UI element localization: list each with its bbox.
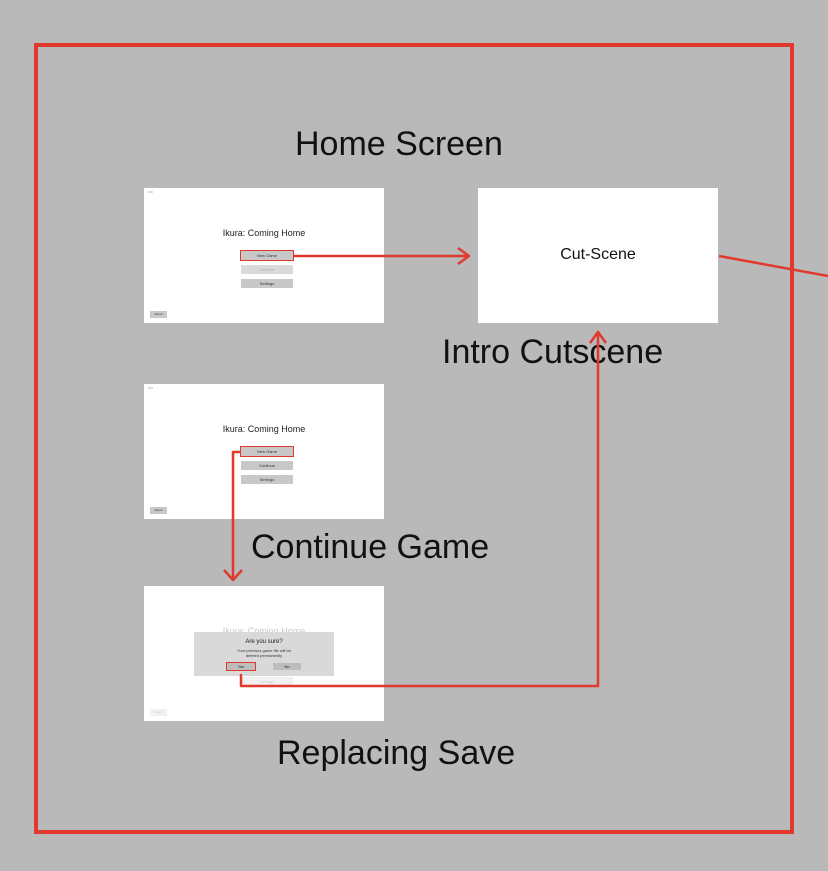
replace-save-mockup: Ikura: Coming Home Settings About Are yo… <box>144 586 384 721</box>
dialog-title: Are you sure? <box>245 639 283 645</box>
heading-continue-game: Continue Game <box>251 528 490 566</box>
arrow-new-game-to-confirm <box>231 450 241 579</box>
status-dot <box>148 387 153 389</box>
yes-button[interactable]: Yes <box>226 662 256 671</box>
continue-screen-mockup: Ikura: Coming Home New Game Continue Set… <box>144 384 384 519</box>
settings-button: Settings <box>241 677 293 686</box>
no-button[interactable]: No <box>273 663 301 670</box>
dialog-message: Your previous game file will be deleted … <box>194 648 334 658</box>
heading-intro-cutscene: Intro Cutscene <box>442 333 664 371</box>
continue-button[interactable]: Continue <box>241 265 293 274</box>
about-button[interactable]: About <box>150 311 167 318</box>
game-title: Ikura: Coming Home <box>222 228 306 238</box>
arrowhead-cutscene-bottom <box>588 330 608 344</box>
settings-button[interactable]: Settings <box>241 475 293 484</box>
game-title: Ikura: Coming Home <box>222 626 306 636</box>
continue-button[interactable]: Continue <box>241 461 293 470</box>
cutscene-mockup: Cut-Scene <box>478 188 718 323</box>
arrowhead-cutscene <box>457 246 471 266</box>
status-dot <box>148 191 153 193</box>
game-title: Ikura: Coming Home <box>222 424 306 434</box>
about-button[interactable]: About <box>150 507 167 514</box>
new-game-button[interactable]: New Game <box>240 250 294 261</box>
flow-frame <box>34 43 794 834</box>
settings-button[interactable]: Settings <box>241 279 293 288</box>
arrow-cutscene-offscreen <box>718 254 828 278</box>
cutscene-label: Cut-Scene <box>560 246 636 263</box>
about-button: About <box>150 709 167 716</box>
confirm-dialog: Are you sure? Your previous game file wi… <box>194 632 334 676</box>
arrow-yes-to-cutscene <box>239 333 600 688</box>
heading-home-screen: Home Screen <box>295 125 503 163</box>
new-game-button[interactable]: New Game <box>240 446 294 457</box>
dialog-message-line-2: deleted permanently <box>245 653 283 658</box>
arrowhead-confirm <box>223 569 243 582</box>
dialog-message-line-1: Your previous game file will be <box>237 648 291 653</box>
heading-replacing-save: Replacing Save <box>277 734 516 772</box>
